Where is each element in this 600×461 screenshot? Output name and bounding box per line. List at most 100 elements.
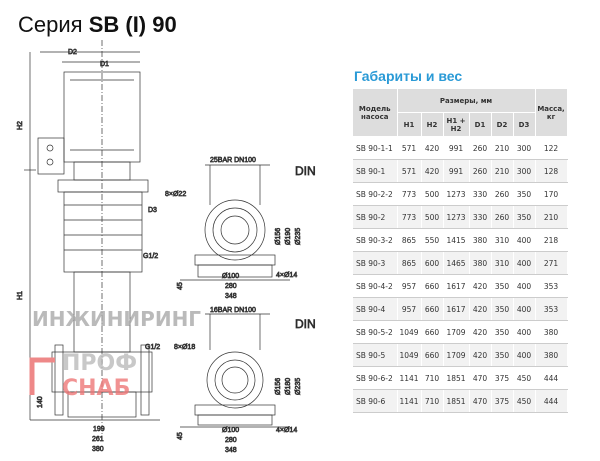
cell-value: 710 — [421, 389, 444, 413]
cell-value: 350 — [491, 297, 514, 321]
cell-value: 380 — [469, 251, 492, 275]
cell-model: SB 90-1-1 — [353, 136, 398, 160]
cell-value: 350 — [491, 343, 514, 367]
cell-model: SB 90-3-2 — [353, 228, 398, 252]
header-col: D1 — [469, 112, 492, 137]
cell-value: 260 — [491, 182, 514, 206]
flange2-label: 16BAR DN100 — [210, 307, 256, 314]
cell-value: 350 — [513, 205, 536, 229]
title-prefix: Серия — [18, 12, 83, 37]
watermark-logo: ИНЖИНИРИНГ ПРОФ СНАБ — [29, 307, 201, 401]
flange2-feet: 4×Ø14 — [276, 427, 297, 434]
header-col: H2 — [421, 112, 444, 137]
cell-value: 300 — [513, 136, 536, 160]
flange2-d45: 45 — [177, 432, 184, 440]
cell-value: 660 — [421, 320, 444, 344]
flange2-d235: Ø235 — [295, 378, 302, 395]
label-g12-top: G1/2 — [143, 253, 158, 260]
cell-value: 450 — [513, 389, 536, 413]
cell-value: 773 — [397, 182, 422, 206]
cell-value: 1617 — [443, 297, 470, 321]
cell-value: 420 — [421, 136, 444, 160]
header-model: Модель насоса — [353, 89, 398, 137]
flange2-holes: 8×Ø18 — [174, 344, 195, 351]
flange2-d280: 280 — [225, 437, 237, 444]
watermark-line1: ПРОФ — [62, 351, 137, 376]
cell-value: 660 — [421, 297, 444, 321]
cell-model: SB 90-5-2 — [353, 320, 398, 344]
watermark-line2: СНАБ — [62, 376, 130, 401]
pump-drawing: D2 D1 D3 H2 H1 G1/2 G1/2 140 199 261 380… — [17, 40, 316, 454]
page-title: Серия SB (I) 90 — [18, 12, 177, 38]
cell-value: 300 — [513, 159, 536, 183]
cell-value: 991 — [443, 136, 470, 160]
cell-value: 310 — [491, 228, 514, 252]
cell-value: 400 — [513, 320, 536, 344]
cell-model: SB 90-6-2 — [353, 366, 398, 390]
cell-value: 122 — [535, 136, 568, 160]
dim-261: 261 — [92, 436, 104, 443]
flange1-feet: 4×Ø14 — [276, 272, 297, 279]
cell-value: 1049 — [397, 343, 422, 367]
pump-side-view — [24, 40, 160, 440]
title-series: SB (I) 90 — [88, 12, 177, 37]
cell-value: 773 — [397, 205, 422, 229]
cell-value: 450 — [513, 366, 536, 390]
flange-view-16bar — [180, 313, 290, 428]
cell-value: 991 — [443, 159, 470, 183]
cell-value: 420 — [469, 320, 492, 344]
flange1-holes: 8×Ø22 — [165, 191, 186, 198]
cell-value: 380 — [469, 228, 492, 252]
cell-value: 1709 — [443, 343, 470, 367]
dim-140: 140 — [37, 396, 44, 408]
cell-value: 353 — [535, 274, 568, 298]
cell-value: 500 — [421, 182, 444, 206]
flange1-d100: Ø100 — [222, 273, 239, 280]
cell-value: 400 — [513, 228, 536, 252]
flange1-d235: Ø235 — [295, 228, 302, 245]
cell-value: 1617 — [443, 274, 470, 298]
cell-value: 210 — [491, 159, 514, 183]
flange1-din: DIN — [295, 164, 316, 178]
cell-value: 571 — [397, 159, 422, 183]
cell-value: 350 — [491, 274, 514, 298]
cell-value: 420 — [469, 343, 492, 367]
cell-value: 500 — [421, 205, 444, 229]
cell-model: SB 90-3 — [353, 251, 398, 275]
cell-value: 260 — [469, 159, 492, 183]
cell-value: 380 — [535, 343, 568, 367]
cell-value: 1415 — [443, 228, 470, 252]
cell-value: 310 — [491, 251, 514, 275]
cell-value: 1851 — [443, 389, 470, 413]
dim-h2: H2 — [17, 121, 24, 130]
cell-value: 957 — [397, 297, 422, 321]
dim-199: 199 — [93, 426, 105, 433]
cell-model: SB 90-5 — [353, 343, 398, 367]
cell-value: 375 — [491, 389, 514, 413]
cell-value: 420 — [469, 274, 492, 298]
cell-value: 1141 — [397, 389, 422, 413]
cell-value: 865 — [397, 228, 422, 252]
header-mass: Масса, кг — [535, 89, 568, 137]
cell-value: 170 — [535, 182, 568, 206]
cell-value: 218 — [535, 228, 568, 252]
dim-d2: D2 — [68, 49, 77, 56]
cell-value: 260 — [491, 205, 514, 229]
cell-model: SB 90-4-2 — [353, 274, 398, 298]
watermark-line3: ИНЖИНИРИНГ — [32, 307, 201, 331]
cell-value: 350 — [491, 320, 514, 344]
cell-value: 400 — [513, 297, 536, 321]
cell-value: 470 — [469, 366, 492, 390]
table-title: Габариты и вес — [354, 68, 463, 84]
dimensions-table: Модель насоса Размеры, мм Масса, кг H1 H… — [353, 89, 568, 413]
cell-value: 710 — [421, 366, 444, 390]
cell-value: 1049 — [397, 320, 422, 344]
cell-value: 400 — [513, 343, 536, 367]
